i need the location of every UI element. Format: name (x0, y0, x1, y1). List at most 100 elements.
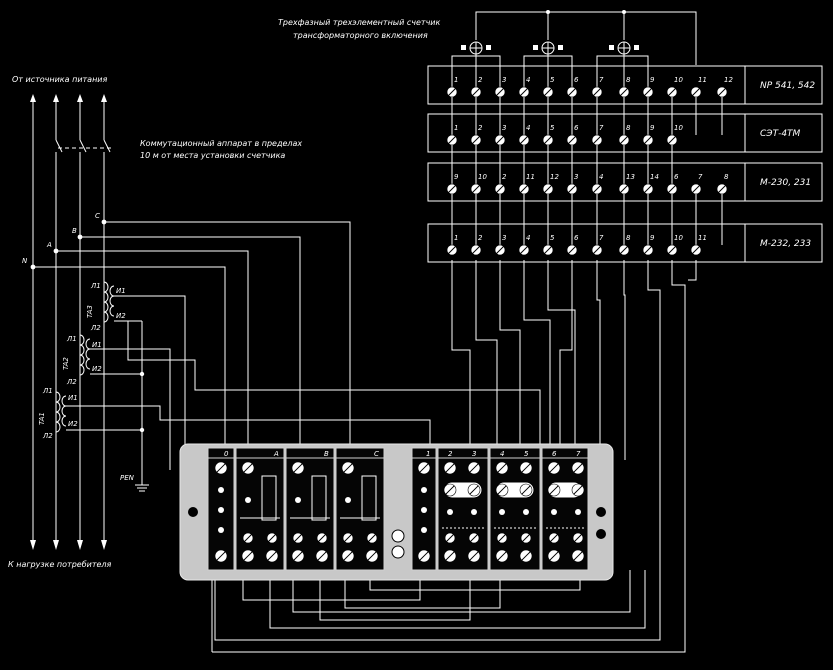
svg-text:Л2: Л2 (42, 432, 53, 440)
terminal-number: 11 (526, 173, 535, 181)
test-block: A (235, 447, 285, 571)
terminal-screw-icon (542, 86, 554, 98)
terminal-screw-icon (467, 483, 481, 497)
terminal-number: 9 (454, 173, 459, 181)
terminal-screw-icon (266, 532, 278, 544)
terminal-number: 4 (526, 234, 530, 242)
svg-text:И2: И2 (116, 312, 126, 320)
terminal-screw-icon (642, 244, 654, 256)
terminal-screw-icon (572, 532, 584, 544)
junction-dots (30, 219, 107, 270)
block-header: C (374, 450, 379, 458)
terminal-number: 2 (478, 76, 483, 84)
terminal-number: 7 (599, 76, 604, 84)
terminal-number: 8 (724, 173, 729, 181)
phase-n-label: N (22, 257, 28, 265)
terminal-screw-icon (542, 183, 554, 195)
phase-b-label: B (72, 227, 77, 235)
terminal-number: 10 (674, 234, 683, 242)
ct-secondary-wiring (66, 295, 541, 485)
terminal-screw-icon (214, 549, 228, 563)
svg-text:И1: И1 (92, 341, 102, 349)
terminal-number: 14 (650, 173, 659, 181)
terminal-screw-icon (495, 461, 509, 475)
terminal-number: 3 (502, 124, 506, 132)
svg-text:TA1: TA1 (38, 412, 46, 425)
terminal-number: 6 (574, 124, 579, 132)
terminal-screw-icon (542, 244, 554, 256)
terminal-screw-icon (467, 549, 481, 563)
block-header: 7 (576, 450, 581, 458)
meter-model-label: М-232, 233 (760, 239, 811, 249)
terminal-number: 7 (599, 124, 604, 132)
terminal-screw-icon (566, 183, 578, 195)
terminal-screw-icon (242, 532, 254, 544)
terminal-screw-icon (241, 461, 255, 475)
terminal-screw-icon (591, 86, 603, 98)
block-header: 3 (472, 450, 476, 458)
terminal-number: 4 (526, 76, 530, 84)
terminal-number: 10 (674, 124, 683, 132)
terminal-screw-icon (446, 86, 458, 98)
test-block: 0 (207, 447, 235, 571)
terminal-screw-icon (690, 86, 702, 98)
svg-text:Л1: Л1 (66, 335, 77, 343)
terminal-screw-icon (566, 134, 578, 146)
terminal-screw-icon (542, 134, 554, 146)
svg-text:Л2: Л2 (66, 378, 77, 386)
terminal-screw-icon (520, 532, 532, 544)
terminal-screw-icon (366, 532, 378, 544)
terminal-screw-icon (444, 532, 456, 544)
terminal-screw-icon (468, 532, 480, 544)
terminal-number: 6 (574, 234, 579, 242)
ground-icon (135, 484, 149, 492)
terminal-screw-icon (315, 549, 329, 563)
terminal-number: 4 (599, 173, 603, 181)
terminal-number: 3 (502, 76, 506, 84)
terminal-screw-icon (591, 183, 603, 195)
terminal-screw-icon (241, 549, 255, 563)
terminal-screw-icon (642, 86, 654, 98)
terminal-number: 5 (550, 234, 555, 242)
terminal-screw-icon (548, 532, 560, 544)
terminal-screw-icon (571, 549, 585, 563)
terminal-number: 9 (650, 76, 655, 84)
terminal-screw-icon (494, 183, 506, 195)
terminal-screw-icon (547, 549, 561, 563)
terminal-screw-icon (291, 461, 305, 475)
meter-model-label: NP 541, 542 (760, 81, 815, 91)
switch-label-line2: 10 м от места установки счетчика (140, 151, 285, 160)
terminal-number: 4 (526, 124, 530, 132)
terminal-screw-icon (495, 549, 509, 563)
terminal-screw-icon (291, 549, 305, 563)
terminal-screw-icon (417, 461, 431, 475)
testbox-bottom-wires (211, 570, 646, 652)
terminal-number: 12 (550, 173, 559, 181)
terminal-screw-icon (690, 244, 702, 256)
terminal-number: 1 (454, 76, 458, 84)
terminal-number: 10 (478, 173, 487, 181)
phase-a-label: A (46, 241, 52, 249)
terminal-number: 2 (478, 234, 483, 242)
terminal-number: 2 (502, 173, 507, 181)
terminal-number: 7 (698, 173, 703, 181)
terminal-screw-icon (265, 549, 279, 563)
terminal-screw-icon (690, 183, 702, 195)
svg-text:TA3: TA3 (86, 305, 94, 318)
svg-text:И1: И1 (68, 394, 78, 402)
terminal-screw-icon (547, 483, 561, 497)
terminal-screw-icon (443, 483, 457, 497)
terminal-number: 12 (724, 76, 733, 84)
terminal-screw-icon (519, 483, 533, 497)
terminal-number: 10 (674, 76, 683, 84)
block-header: 0 (224, 450, 229, 458)
terminal-screw-icon (618, 134, 630, 146)
terminal-screw-icon (666, 134, 678, 146)
terminal-screw-icon (591, 134, 603, 146)
terminal-screw-icon (666, 244, 678, 256)
